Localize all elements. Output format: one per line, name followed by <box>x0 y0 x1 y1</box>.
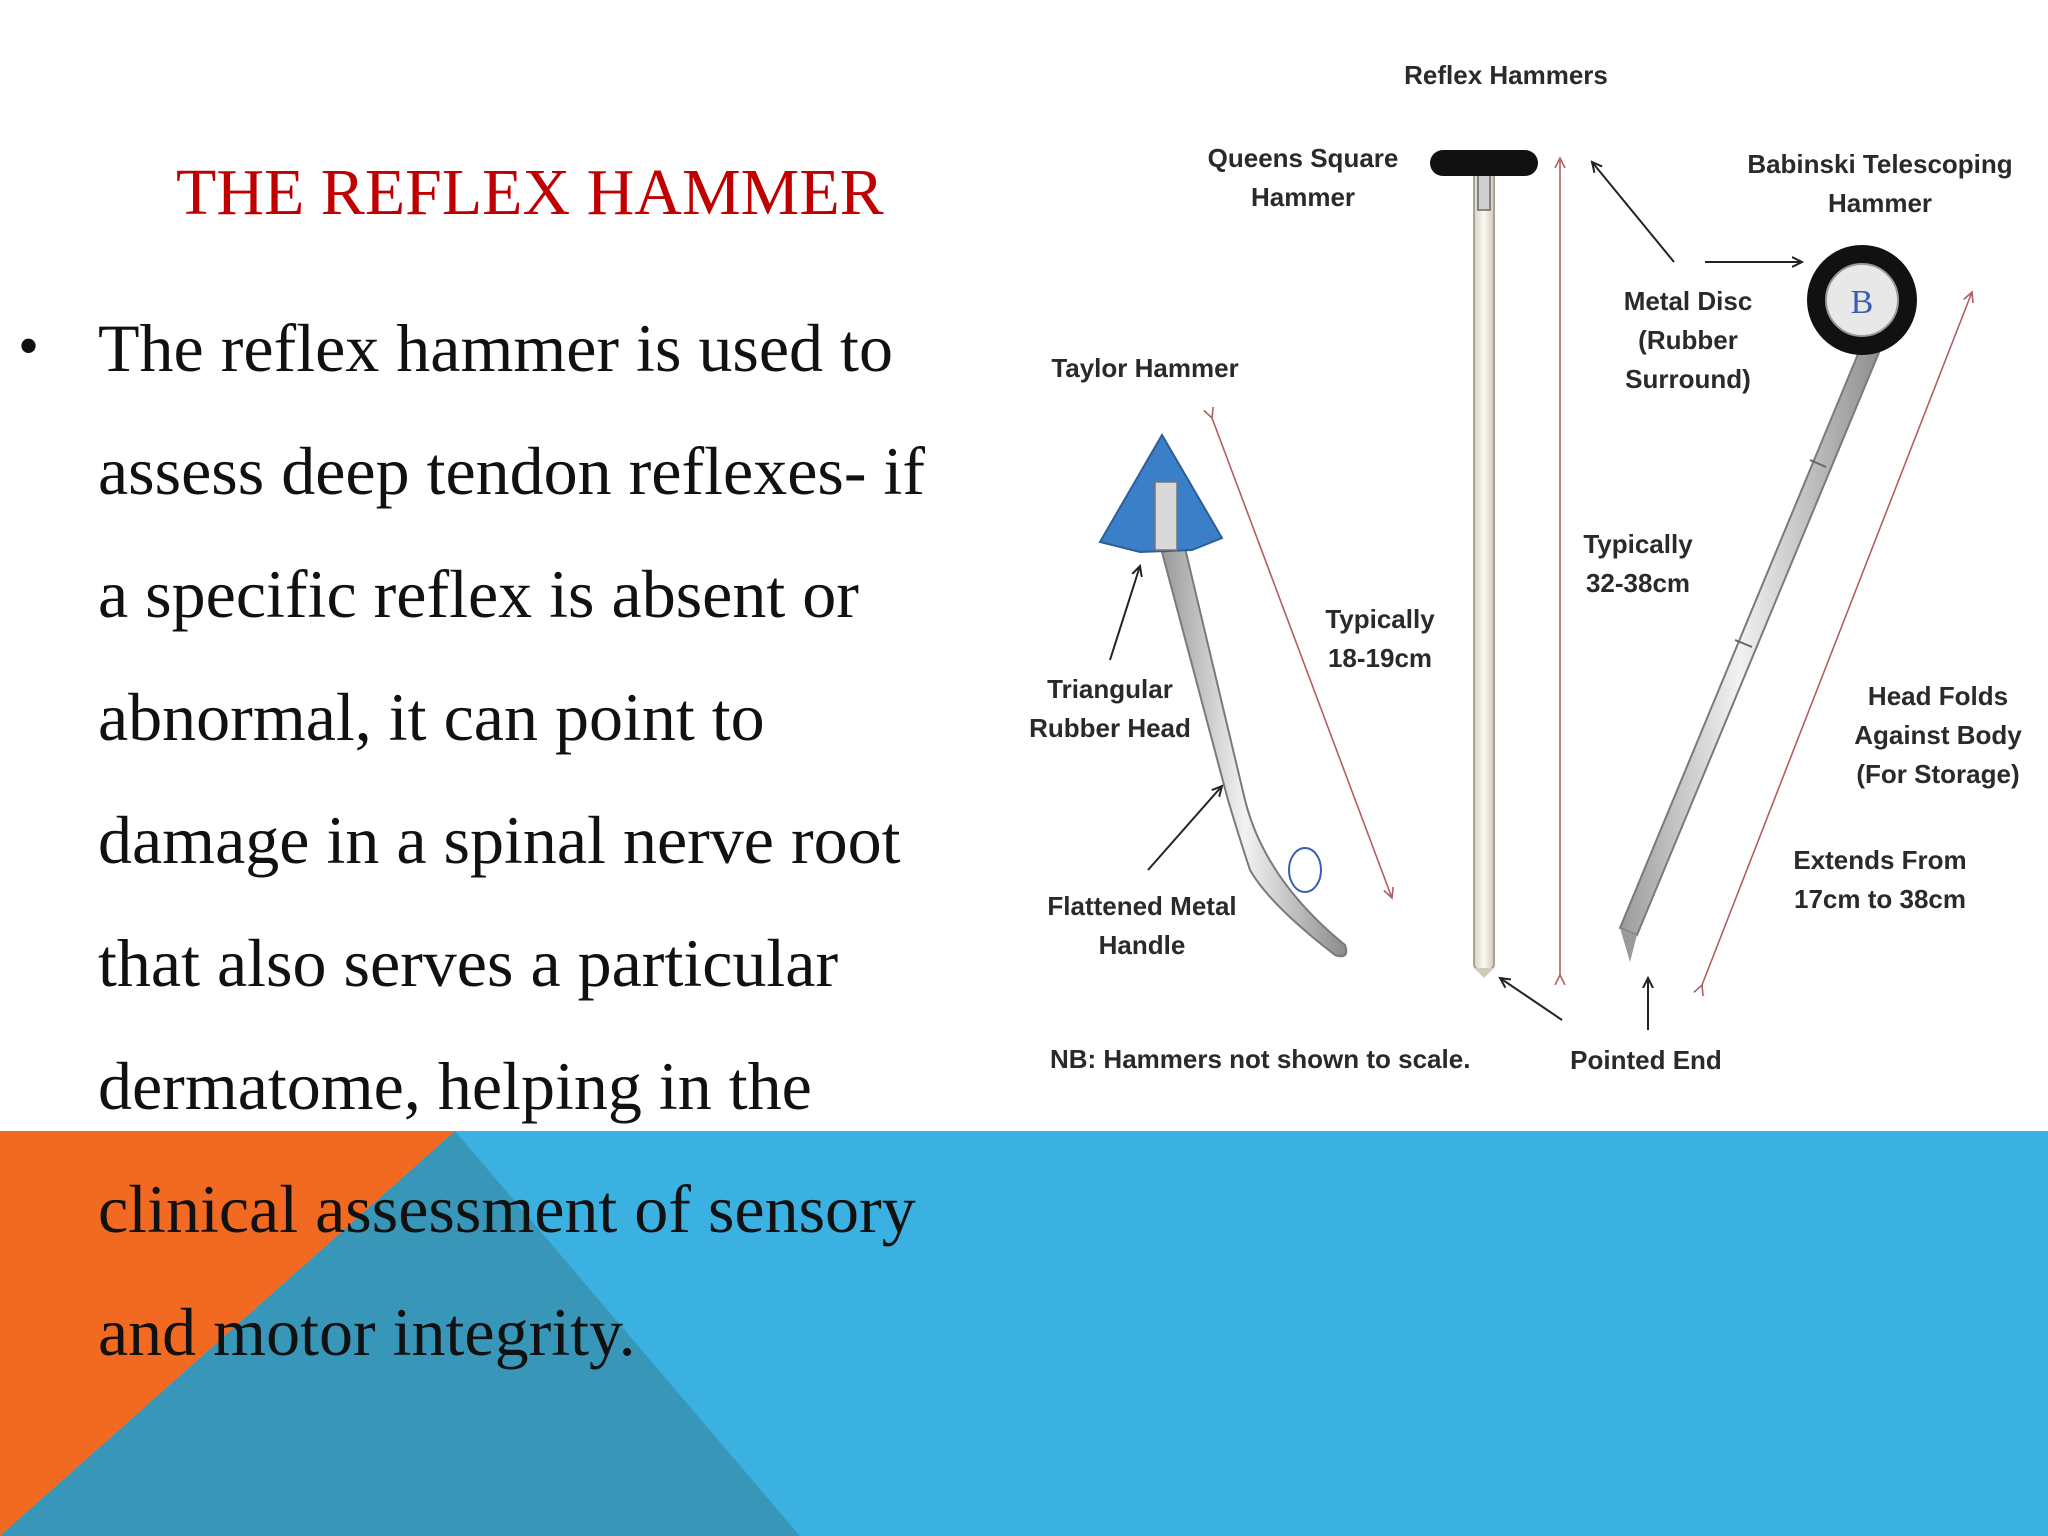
scale-note: NB: Hammers not shown to scale. <box>1050 1044 1470 1074</box>
background-dark-blue-triangle <box>0 1131 800 1536</box>
triangular-head-line1: Triangular <box>1047 674 1173 704</box>
babinski-disc-logo: B <box>1851 284 1874 321</box>
babinski-label-line1: Babinski Telescoping <box>1747 149 2012 179</box>
triangular-head-line2: Rubber Head <box>1029 713 1191 743</box>
typical-32-38-line1: Typically <box>1583 529 1693 559</box>
bullet-line: abnormal, it can point to <box>98 679 765 755</box>
head-folds-line1: Head Folds <box>1868 681 2008 711</box>
typical-18-19-line2: 18-19cm <box>1328 643 1432 673</box>
bullet-line: The reflex hammer is used to <box>98 310 893 386</box>
bullet-line: dermatome, helping in the <box>98 1048 812 1124</box>
bullet-line: damage in a spinal nerve root <box>98 802 901 878</box>
bullet-line: that also serves a particular <box>98 925 839 1001</box>
pointed-end-label: Pointed End <box>1570 1045 1722 1075</box>
bullet-line: and motor integrity. <box>98 1294 636 1370</box>
figure-title: Reflex Hammers <box>1404 60 1608 90</box>
extends-line1: Extends From <box>1793 845 1966 875</box>
head-folds-line3: (For Storage) <box>1856 759 2019 789</box>
bullet-line: a specific reflex is absent or <box>98 556 859 632</box>
flattened-handle-line1: Flattened Metal <box>1047 891 1236 921</box>
reflex-hammers-figure: B Reflex Hammers Queens Square Hammer Ba… <box>1029 60 2022 1075</box>
slide-title: THE REFLEX HAMMER <box>176 156 884 229</box>
bullet-paragraph: The reflex hammer is used to assess deep… <box>98 306 978 1413</box>
flattened-handle-line2: Handle <box>1099 930 1186 960</box>
taylor-hammer-label: Taylor Hammer <box>1051 353 1238 383</box>
typical-18-19-line1: Typically <box>1325 604 1435 634</box>
extends-line2: 17cm to 38cm <box>1794 884 1966 914</box>
bullet-line: assess deep tendon reflexes- if <box>98 433 926 509</box>
babinski-label-line2: Hammer <box>1828 188 1932 218</box>
queens-square-hammer <box>1430 150 1538 978</box>
queens-square-label-line2: Hammer <box>1251 182 1355 212</box>
dimension-arrows <box>1212 158 1972 985</box>
pointer-arrows <box>1109 162 1802 1030</box>
metal-disc-label-line2: (Rubber <box>1638 325 1738 355</box>
bullet-line: clinical assessment of sensory <box>98 1171 916 1247</box>
head-folds-line2: Against Body <box>1854 720 2022 750</box>
typical-32-38-line2: 32-38cm <box>1586 568 1690 598</box>
metal-disc-label-line3: Surround) <box>1625 364 1751 394</box>
bullet-symbol: • <box>18 313 40 379</box>
queens-square-label-line1: Queens Square <box>1208 143 1399 173</box>
metal-disc-label-line1: Metal Disc <box>1624 286 1753 316</box>
